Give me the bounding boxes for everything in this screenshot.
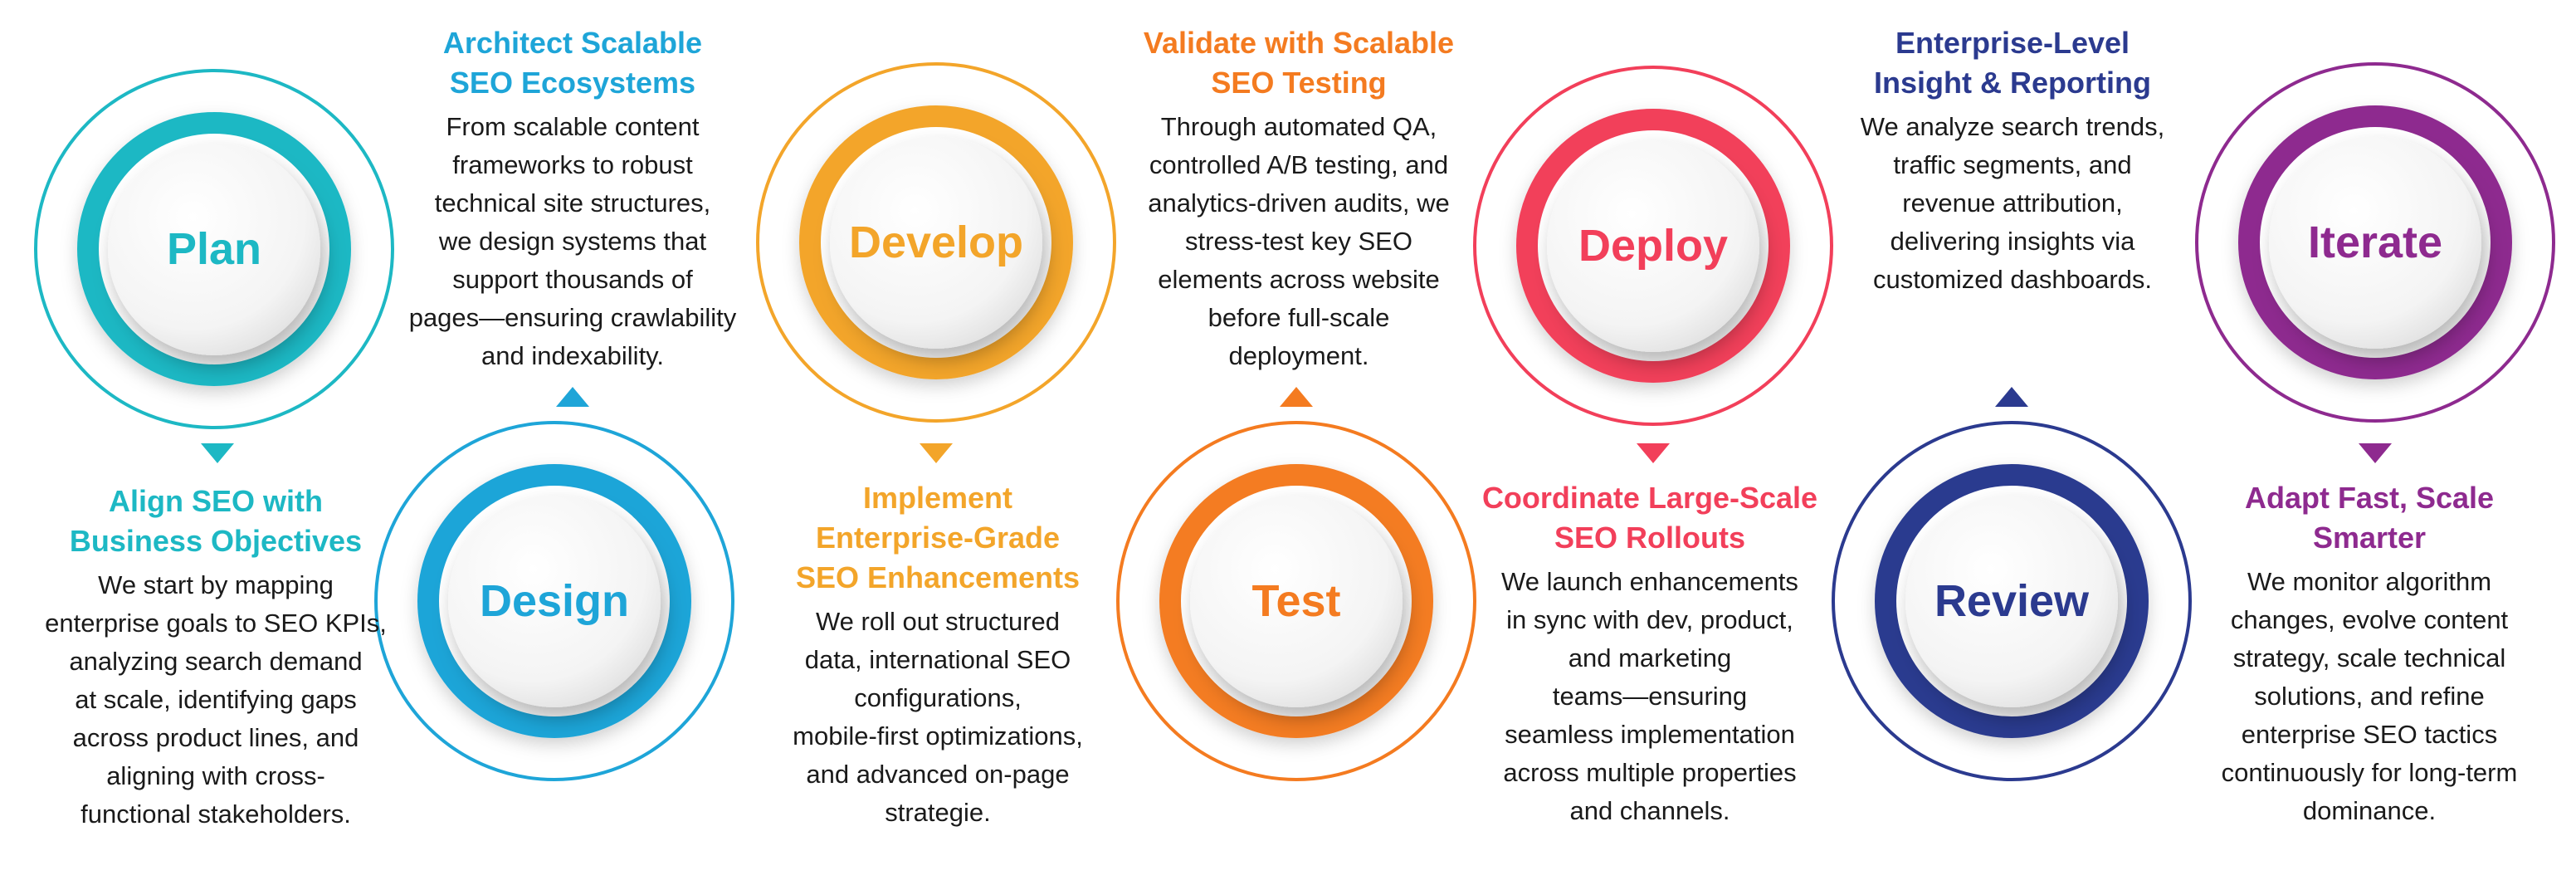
review-connector-ring: [1832, 421, 2192, 781]
deploy-circle: Deploy: [1516, 109, 1790, 383]
iterate-connector-ring: [2195, 62, 2555, 423]
deploy-connector-ring: [1473, 66, 1833, 426]
design-inner-disc: [448, 495, 661, 707]
test-label: Test: [1251, 576, 1340, 626]
review-inner-disc: [1905, 495, 2118, 707]
iterate-circle: Iterate: [2238, 105, 2512, 379]
design-circle: Design: [417, 464, 691, 738]
develop-label: Develop: [849, 218, 1023, 267]
develop-description: Implement Enterprise-Grade SEO Enhanceme…: [739, 478, 1137, 832]
iterate-inner-disc: [2269, 136, 2481, 349]
triangle-markers: [201, 387, 2392, 463]
connector-arcs: [34, 62, 2555, 781]
plan-connector-ring: [34, 69, 394, 429]
develop-inner-disc: [830, 136, 1042, 349]
develop-heading: Implement Enterprise-Grade SEO Enhanceme…: [795, 481, 1081, 594]
test-circle: Test: [1159, 464, 1433, 738]
plan-circle: Plan: [77, 112, 351, 386]
review-triangle-marker: [1995, 387, 2028, 407]
develop-connector-ring: [756, 62, 1116, 423]
design-connector-ring: [374, 421, 734, 781]
plan-triangle-marker: [201, 443, 234, 463]
iterate-body: We monitor algorithm changes, evolve con…: [2221, 567, 2518, 825]
plan-label: Plan: [167, 224, 261, 274]
iterate-heading: Adapt Fast, Scale Smarter: [2244, 481, 2495, 555]
deploy-heading: Coordinate Large-Scale SEO Rollouts: [1481, 481, 1818, 555]
test-triangle-marker: [1280, 387, 1313, 407]
test-connector-ring: [1116, 421, 1476, 781]
develop-triangle-marker: [920, 443, 953, 463]
iterate-triangle-marker: [2359, 443, 2392, 463]
plan-heading: Align SEO with Business Objectives: [69, 484, 363, 558]
design-heading: Architect Scalable SEO Ecosystems: [442, 26, 703, 100]
deploy-body: We launch enhancements in sync with dev,…: [1501, 567, 1798, 825]
deploy-label: Deploy: [1578, 221, 1728, 271]
design-body: From scalable content frameworks to robu…: [408, 112, 737, 370]
iterate-label: Iterate: [2308, 218, 2442, 267]
design-triangle-marker: [556, 387, 589, 407]
iterate-description: Adapt Fast, Scale Smarter We monitor alg…: [2174, 478, 2564, 830]
review-body: We analyze search trends, traffic segmen…: [1860, 112, 2165, 294]
test-inner-disc: [1190, 495, 1403, 707]
test-body: Through automated QA, controlled A/B tes…: [1148, 112, 1450, 370]
develop-circle: Develop: [799, 105, 1073, 379]
review-heading: Enterprise-Level Insight & Reporting: [1874, 26, 2151, 100]
deploy-triangle-marker: [1637, 443, 1670, 463]
plan-description: Align SEO with Business Objectives We st…: [33, 482, 398, 834]
test-description: Validate with Scalable SEO Testing Throu…: [1095, 23, 1502, 375]
develop-body: We roll out structured data, internation…: [793, 607, 1083, 827]
plan-inner-disc: [108, 143, 320, 355]
plan-body: We start by mapping enterprise goals to …: [45, 570, 387, 829]
review-circle: Review: [1875, 464, 2149, 738]
deploy-description: Coordinate Large-Scale SEO Rollouts We l…: [1451, 478, 1849, 830]
design-description: Architect Scalable SEO Ecosystems From s…: [365, 23, 780, 375]
design-label: Design: [480, 576, 629, 626]
review-description: Enterprise-Level Insight & Reporting We …: [1817, 23, 2208, 299]
test-heading: Validate with Scalable SEO Testing: [1143, 26, 1455, 100]
review-label: Review: [1934, 576, 2090, 626]
deploy-inner-disc: [1547, 139, 1759, 352]
